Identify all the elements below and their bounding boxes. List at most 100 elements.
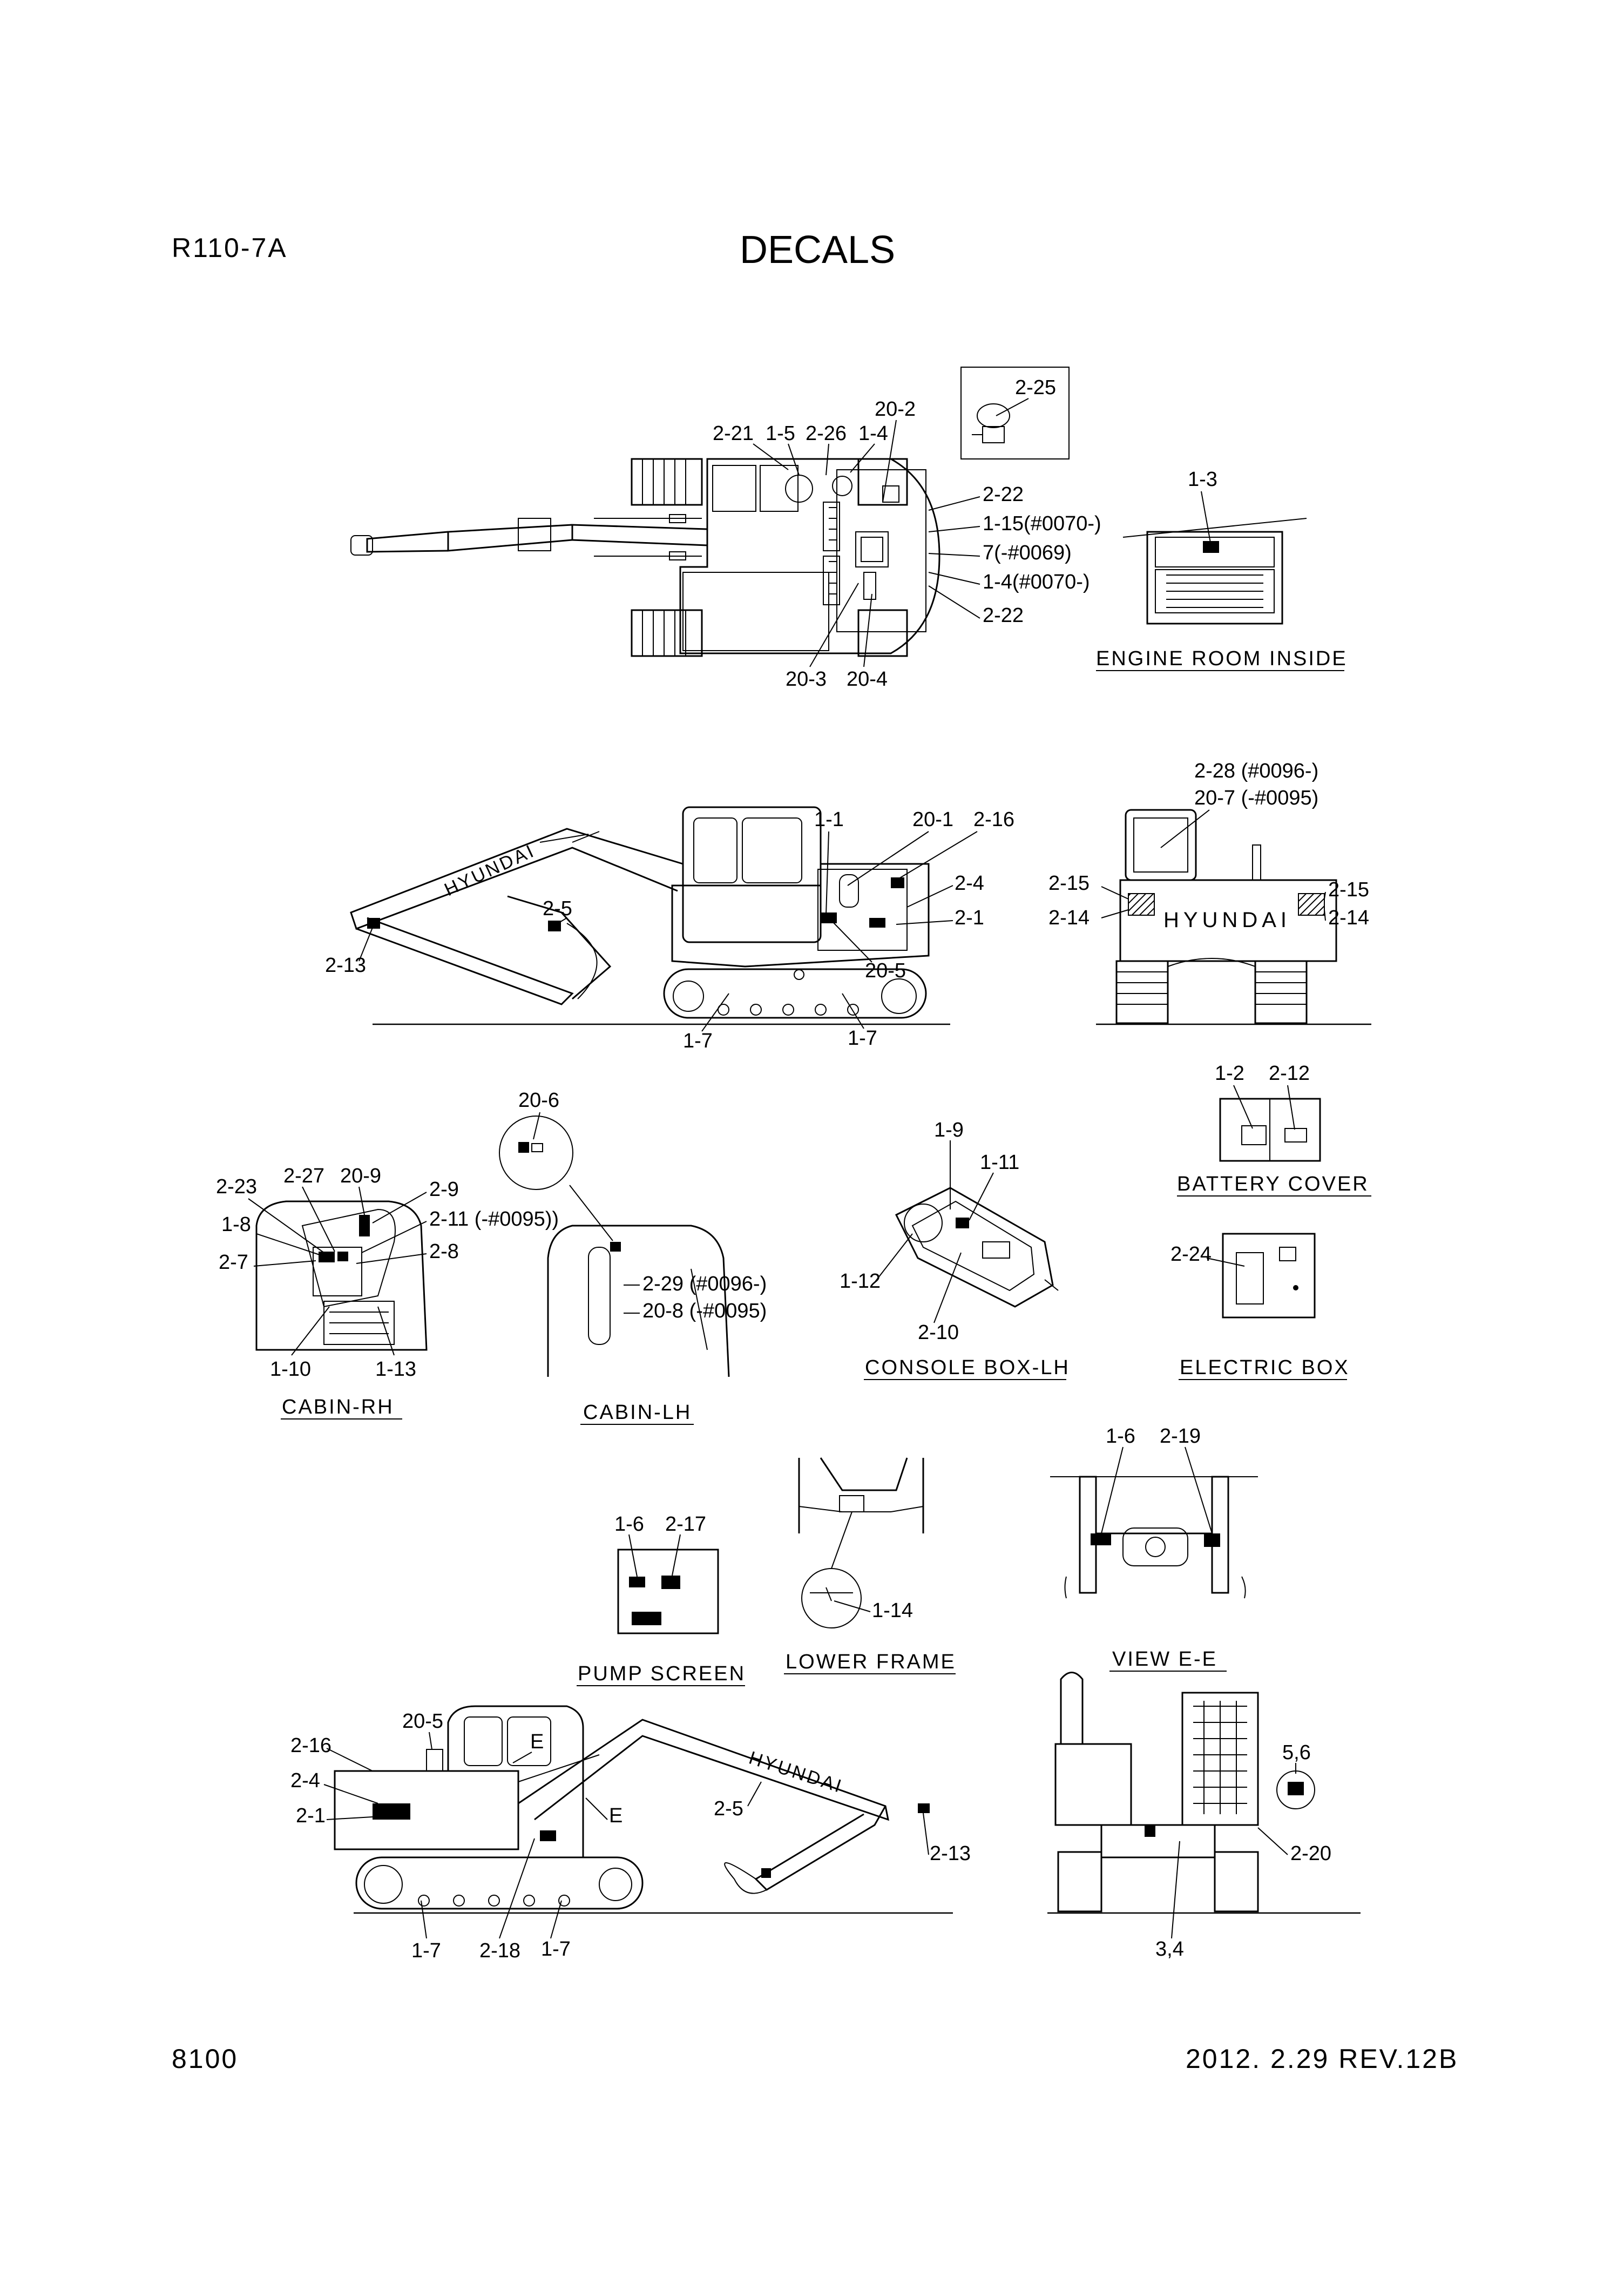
callout-20-4: 20-4 [847, 668, 888, 691]
callout-2-13: 2-13 [325, 954, 366, 977]
caption-engine-room-inside: ENGINE ROOM INSIDE [1096, 647, 1348, 670]
callout-2-29: 2-29 (#0096-) [642, 1273, 767, 1295]
cabin-lh-callouts: 20-6 2-29 (#0096-) 20-8 (-#0095) [518, 1089, 767, 1322]
callout-3-4: 3,4 [1155, 1938, 1184, 1961]
callout-2-15-right: 2-15 [1328, 878, 1369, 901]
caption-battery-cover: BATTERY COVER [1177, 1173, 1369, 1195]
caption-cabin-rh: CABIN-RH [282, 1396, 394, 1418]
callout-2-22-top: 2-22 [983, 483, 1024, 506]
lower-frame-view: 1-14 LOWER FRAME [784, 1457, 956, 1674]
arm-top [366, 531, 449, 553]
left-side-callouts: 1-1 20-1 2-16 2-4 2-1 2-5 2-13 20-5 1-7 … [325, 808, 1014, 1052]
callout-20-5: 20-5 [865, 959, 906, 982]
battery-cover-view: 1-2 2-12 BATTERY COVER [1177, 1062, 1371, 1197]
callout-20-5-right: 20-5 [402, 1710, 443, 1733]
callout-2-24: 2-24 [1170, 1243, 1212, 1266]
callout-2-12: 2-12 [1269, 1062, 1310, 1085]
left-side-view: HYUNDAI [350, 806, 950, 1025]
callout-20-1: 20-1 [912, 808, 953, 831]
rear-callouts: 2-28 (#0096-) 20-7 (-#0095) 2-15 2-14 2-… [1048, 760, 1369, 929]
boom-left [350, 828, 684, 930]
cabin-rh-callouts: 2-23 2-27 20-9 2-9 1-8 2-11 (-#0095)) 2-… [216, 1165, 559, 1381]
top-view [350, 458, 940, 657]
callout-1-6-pump: 1-6 [614, 1513, 644, 1536]
callout-2-13-right: 2-13 [930, 1842, 971, 1865]
track-bottom-left [631, 609, 703, 657]
cab-left [682, 806, 822, 943]
electric-box [1222, 1233, 1316, 1319]
callout-2-5-right: 2-5 [714, 1797, 743, 1820]
callout-1-12: 1-12 [840, 1270, 881, 1293]
callout-2-15-left: 2-15 [1048, 872, 1090, 895]
rear-view: HYUNDAI [1096, 809, 1371, 1025]
callout-2-25: 2-25 [1015, 376, 1056, 399]
caption-view-e-e: VIEW E-E [1112, 1648, 1217, 1671]
callout-20-2: 20-2 [875, 398, 916, 421]
page-number: 8100 [172, 2044, 239, 2074]
callout-2-16-right: 2-16 [290, 1734, 331, 1757]
cabin-lh-inset [499, 1116, 573, 1190]
console-box-callouts: 1-9 1-11 1-12 2-10 [840, 1119, 1019, 1344]
right-side-view: HYUNDAI [334, 1705, 953, 1914]
decal-1-3 [1203, 541, 1219, 553]
callout-1-14: 1-14 [872, 1599, 913, 1622]
callout-2-27: 2-27 [283, 1165, 324, 1187]
caption-console-box-lh: CONSOLE BOX-LH [865, 1356, 1070, 1379]
engine-room-inside-view: 1-3 ENGINE ROOM INSIDE [1096, 468, 1348, 671]
cabin-rh-view [255, 1200, 428, 1351]
caption-lower-frame: LOWER FRAME [786, 1651, 956, 1673]
callout-2-8: 2-8 [429, 1240, 459, 1263]
track-bottom-right [857, 609, 908, 657]
rear-cab [1125, 809, 1197, 881]
caption-pump-screen: PUMP SCREEN [578, 1662, 746, 1685]
callout-2-9: 2-9 [429, 1178, 459, 1201]
revision-date: 2012. 2.29 REV.12B [1186, 2044, 1459, 2074]
callout-e-upper: E [530, 1731, 544, 1753]
callout-2-7: 2-7 [219, 1251, 248, 1274]
console-box [895, 1187, 1054, 1308]
pump-screen [617, 1549, 719, 1634]
engine-hood [836, 469, 926, 632]
callout-2-10: 2-10 [918, 1321, 959, 1344]
callout-20-7: 20-7 (-#0095) [1194, 787, 1318, 809]
callout-2-19: 2-19 [1160, 1425, 1201, 1448]
right-side-callouts: 20-5 2-16 2-4 2-1 E E 2-5 2-13 1-7 2-18 … [290, 1710, 971, 1962]
callout-1-7-left: 1-7 [683, 1030, 713, 1052]
callout-2-4-right: 2-4 [290, 1769, 320, 1792]
page-title: DECALS [740, 228, 896, 272]
callout-1-15: 1-15(#0070-) [983, 512, 1101, 535]
callout-e-lower: E [609, 1804, 622, 1827]
cabin-lh-view [499, 1116, 730, 1377]
track-top-left [631, 458, 703, 506]
callout-1-4-0070: 1-4(#0070-) [983, 571, 1090, 593]
callout-5-6: 5,6 [1282, 1741, 1311, 1764]
model-number: R110-7A [172, 233, 288, 263]
callout-1-7-right: 1-7 [848, 1027, 877, 1050]
callout-2-28: 2-28 (#0096-) [1194, 760, 1318, 782]
callout-2-14-right: 2-14 [1328, 907, 1369, 929]
inset-2-25 [960, 367, 1070, 459]
callout-2-14-left: 2-14 [1048, 907, 1090, 929]
undercarriage-right [355, 1856, 644, 1910]
undercarriage-left [663, 968, 927, 1019]
callout-1-5: 1-5 [766, 422, 795, 445]
callout-1-6-e-e: 1-6 [1106, 1425, 1135, 1448]
cabin-lh-outline [547, 1225, 730, 1377]
console-box-lh-view [895, 1187, 1059, 1308]
callout-2-4: 2-4 [955, 872, 984, 895]
callout-1-11: 1-11 [980, 1151, 1019, 1174]
right-body [334, 1770, 519, 1850]
front-view [1047, 1672, 1361, 1914]
pump-screen-view: 1-6 2-17 PUMP SCREEN [577, 1513, 746, 1686]
rear-brand: HYUNDAI [1163, 908, 1291, 932]
callout-20-8: 20-8 (-#0095) [642, 1300, 767, 1322]
caption-cabin-lh: CABIN-LH [583, 1401, 692, 1424]
callout-1-7-right-a: 1-7 [411, 1939, 441, 1962]
callout-2-18: 2-18 [479, 1939, 520, 1962]
callout-1-2: 1-2 [1215, 1062, 1244, 1085]
callout-7: 7(-#0069) [983, 542, 1072, 564]
rear-counterweight [1119, 879, 1337, 962]
callout-2-22-bottom: 2-22 [983, 604, 1024, 627]
view-e-e: 1-6 2-19 VIEW E-E [1050, 1425, 1258, 1672]
